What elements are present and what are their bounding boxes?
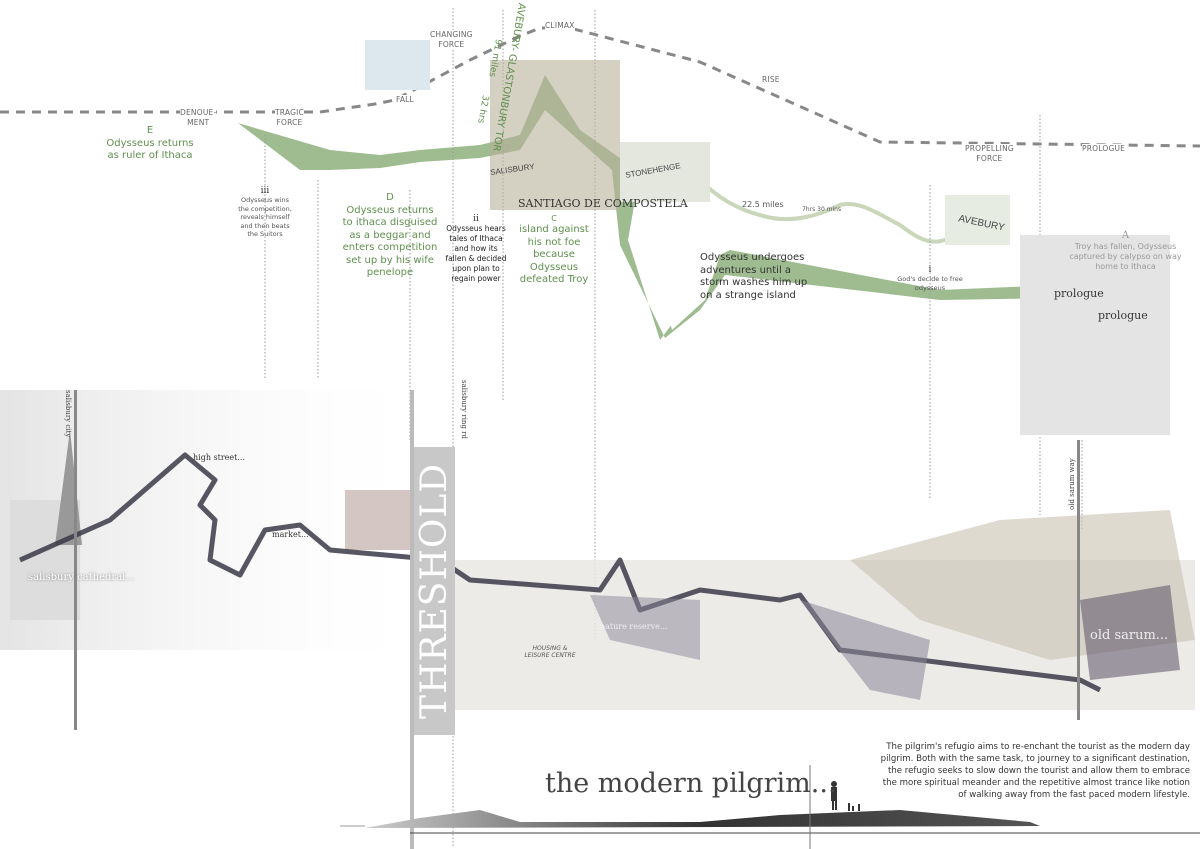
- story-i-text: God's decide to free odysseus: [897, 275, 963, 292]
- story-b: B Odysseus undergoes adventures until a …: [700, 252, 820, 302]
- route-leg-2-distance: 22.5 miles: [742, 200, 784, 209]
- pilgrim-silhouettes: [831, 781, 860, 811]
- label-market: market...: [272, 530, 309, 539]
- label-salisbury-city: salisbury city: [64, 390, 72, 438]
- plot-arc-line: [0, 26, 1200, 148]
- label-leisure-centre: HOUSING & LEISURE CENTRE: [524, 645, 576, 659]
- plot-label-denouement: DENOUE- MENT: [180, 108, 217, 128]
- story-c-text: island against his not foe because Odyss…: [519, 224, 589, 285]
- story-e-letter: E: [146, 125, 154, 136]
- story-ii-text: Odysseus hears tales of Ithaca and how i…: [445, 224, 507, 283]
- label-nature-reserve: nature reserve...: [600, 622, 668, 631]
- story-a-letter: A: [1121, 230, 1130, 241]
- story-ii: ii Odysseus hears tales of Ithaca and ho…: [445, 214, 507, 284]
- story-iii: iii Odysseus wins the competition, revea…: [215, 186, 315, 239]
- plot-label-propelling-force: PROPELLING FORCE: [965, 144, 1014, 164]
- story-ii-numeral: ii: [473, 214, 479, 224]
- plot-label-climax: CLIMAX: [545, 21, 575, 31]
- plot-label-tragic-force: TRAGIC FORCE: [275, 108, 304, 128]
- label-ring-road: salisbury ring rd: [460, 380, 468, 439]
- story-iii-text: Odysseus wins the competition, reveals h…: [238, 196, 292, 238]
- story-b-text: Odysseus undergoes adventures until a st…: [700, 252, 808, 301]
- label-old-sarum: old sarum...: [1090, 628, 1169, 643]
- story-e: E Odysseus returns as ruler of Ithaca: [100, 125, 200, 163]
- prologue-label-2: prologue: [1098, 309, 1148, 322]
- story-c: C island against his not foe because Ody…: [512, 214, 596, 287]
- label-threshold: THRESHOLD: [414, 446, 455, 735]
- story-a-text: Troy has fallen, Odysseus captured by ca…: [1069, 242, 1182, 271]
- plot-label-changing-force: CHANGING FORCE: [430, 30, 473, 50]
- prologue-label-1: prologue: [1054, 287, 1104, 300]
- story-i-numeral: i: [928, 265, 932, 275]
- story-e-text: Odysseus returns as ruler of Ithaca: [106, 137, 194, 162]
- plot-label-prologue: PROLOGUE: [1082, 144, 1126, 154]
- plot-label-rise: RISE: [762, 75, 780, 85]
- story-i: i God's decide to free odysseus: [895, 265, 965, 292]
- footer-description: The pilgrim's refugio aims to re-enchant…: [880, 742, 1190, 800]
- route-line: [698, 178, 962, 244]
- label-high-street: high street...: [193, 453, 245, 462]
- section-path: [18, 452, 1102, 693]
- route-leg-2-time: 7hrs 30 mins: [802, 206, 842, 213]
- story-c-letter: C: [551, 214, 557, 223]
- footer-title: the modern pilgrim...: [545, 768, 837, 799]
- story-d-text: Odysseus returns to ithaca disguised as …: [342, 204, 438, 279]
- label-salisbury-cathedral: salisbury cathedral...: [28, 572, 135, 583]
- label-old-sarum-way: old sarum way: [1068, 458, 1076, 510]
- story-d: D Odysseus returns to ithaca disguised a…: [340, 192, 440, 280]
- place-santiago: SANTIAGO DE COMPOSTELA: [518, 197, 688, 210]
- plot-label-fall: FALL: [396, 95, 414, 105]
- story-a: A Troy has fallen, Odysseus captured by …: [1058, 230, 1193, 272]
- story-iii-numeral: iii: [260, 186, 270, 196]
- story-d-letter: D: [386, 192, 394, 203]
